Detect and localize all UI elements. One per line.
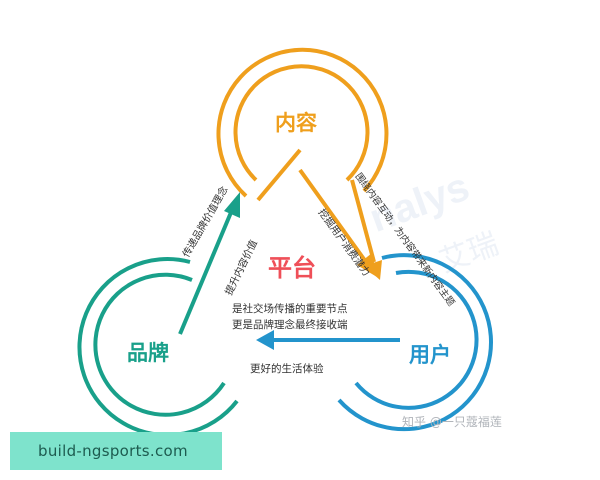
arrow-triangle-right-edge	[256, 148, 302, 202]
edge-label-content-to-brand: 传递品牌价值理念	[179, 184, 230, 260]
edge-label-content-to-user: 挖掘用户消费潜力	[316, 206, 374, 278]
content-circle	[216, 47, 389, 198]
user-node-label: 用户	[409, 343, 451, 367]
arrow-user-to-brand	[256, 330, 400, 350]
content-node-label: 内容	[275, 111, 317, 135]
watermark-cjk: 艾瑞	[435, 226, 503, 279]
center-note-line1: 是社交场传播的重要节点	[232, 302, 348, 315]
footer-link-text[interactable]: build-ngsports.com	[38, 442, 188, 460]
user-circle	[337, 253, 493, 432]
arrow-user-to-content	[350, 179, 382, 280]
footer-banner: build-ngsports.com	[10, 432, 222, 470]
zhihu-watermark: 知乎 @一只蔻福莲	[402, 414, 502, 429]
edge-label-user-to-brand: 更好的生活体验	[250, 362, 324, 375]
edge-label-brand-to-content: 提升内容价值	[222, 238, 260, 298]
center-platform-label: 平台	[268, 254, 316, 282]
brand-node-label: 品牌	[127, 341, 169, 365]
arrow-brand-to-content	[178, 192, 240, 335]
center-note-line2: 更是品牌理念最终接收端	[232, 318, 348, 331]
